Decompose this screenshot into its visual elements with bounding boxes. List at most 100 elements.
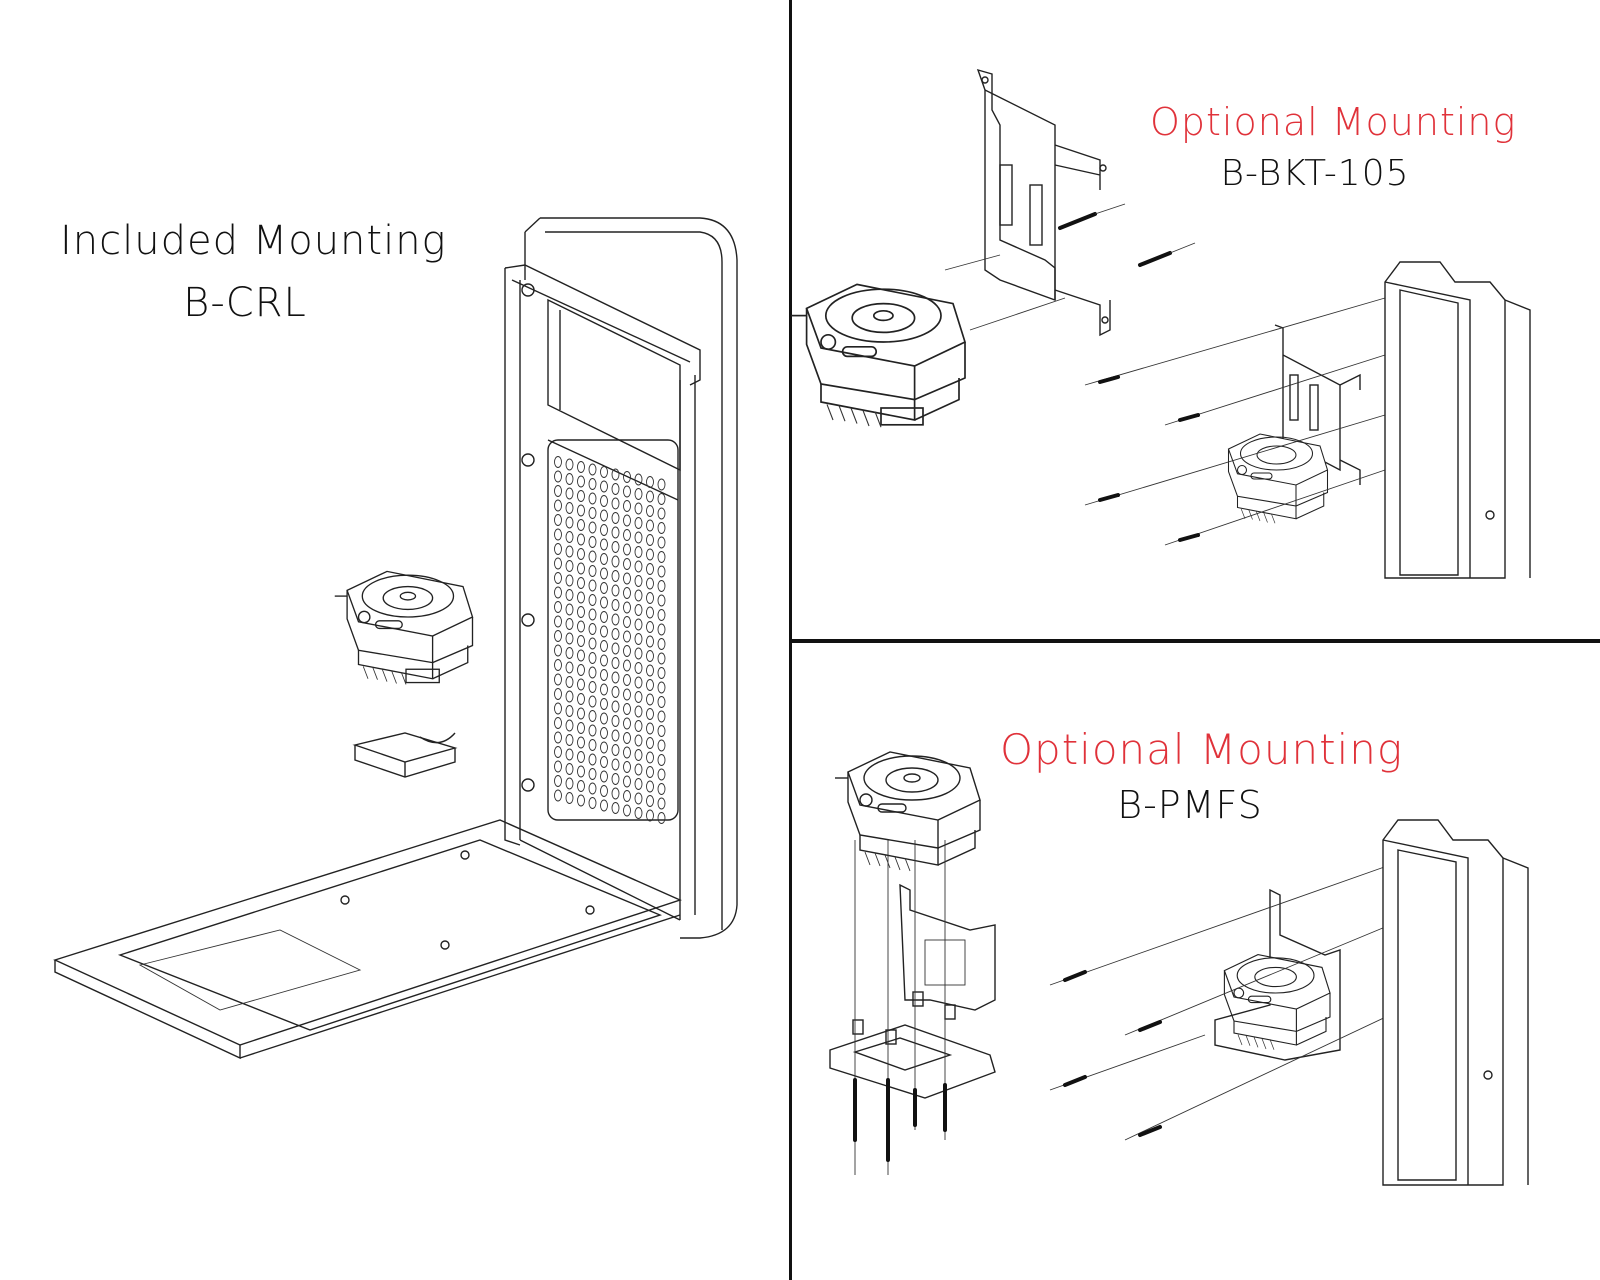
mesh-hole xyxy=(577,765,585,778)
mesh-hole xyxy=(577,693,585,705)
mesh-hole xyxy=(646,737,654,749)
mesh-hole xyxy=(611,758,620,771)
mesh-hole xyxy=(600,524,608,536)
mesh-hole xyxy=(623,775,631,788)
mesh-hole xyxy=(565,777,574,790)
mesh-hole xyxy=(623,529,631,541)
mesh-hole xyxy=(646,722,654,735)
mesh-hole xyxy=(600,654,608,667)
mesh-hole xyxy=(657,667,666,679)
mesh-hole xyxy=(623,674,631,686)
mesh-hole xyxy=(588,768,597,780)
mesh-hole xyxy=(565,661,574,674)
radiator-illustration xyxy=(1384,261,1531,579)
optional-mounting-title: Optional Mounting xyxy=(1150,100,1517,144)
mesh-hole xyxy=(657,623,666,636)
mesh-hole xyxy=(600,466,608,478)
mesh-hole xyxy=(565,690,574,703)
optional-mounting-code: B-BKT-105 xyxy=(1220,153,1410,194)
mesh-hole xyxy=(588,637,597,650)
mesh-hole xyxy=(577,707,585,720)
mesh-hole xyxy=(623,703,631,715)
mesh-hole xyxy=(623,587,631,599)
mesh-hole xyxy=(554,499,562,512)
mesh-hole xyxy=(554,644,562,657)
mesh-hole xyxy=(657,725,666,737)
mesh-hole xyxy=(646,476,654,488)
mesh-hole xyxy=(634,473,643,486)
mesh-hole xyxy=(577,635,585,647)
mesh-hole xyxy=(554,630,562,642)
mesh-hole xyxy=(634,502,643,515)
mesh-hole xyxy=(623,790,631,802)
mesh-hole xyxy=(623,630,631,643)
mesh-hole xyxy=(577,490,585,502)
mesh-hole xyxy=(554,586,562,599)
mesh-hole xyxy=(554,702,562,715)
mesh-hole xyxy=(634,807,643,819)
mesh-hole xyxy=(623,804,631,817)
mesh-hole xyxy=(565,632,574,645)
mesh-hole xyxy=(646,708,654,720)
mesh-hole xyxy=(565,647,574,659)
mesh-hole xyxy=(634,633,643,645)
mesh-hole xyxy=(623,485,631,498)
mesh-hole xyxy=(657,551,666,563)
mesh-hole xyxy=(646,664,654,677)
mesh-hole xyxy=(577,475,585,488)
mesh-hole xyxy=(554,543,562,555)
mesh-hole xyxy=(634,531,643,544)
mesh-hole xyxy=(554,659,562,671)
mesh-hole xyxy=(565,516,574,529)
mesh-hole xyxy=(611,483,620,495)
mesh-hole xyxy=(600,799,608,812)
mesh-hole xyxy=(600,625,608,638)
mesh-hole xyxy=(577,751,585,763)
mesh-hole xyxy=(646,693,654,706)
mesh-hole xyxy=(611,555,620,568)
mesh-hole xyxy=(657,681,666,694)
mesh-hole xyxy=(577,461,585,473)
mesh-hole xyxy=(577,548,585,560)
mesh-hole xyxy=(634,546,643,558)
mesh-hole xyxy=(554,601,562,613)
mesh-hole xyxy=(623,616,631,628)
mesh-hole xyxy=(577,780,585,792)
mesh-hole xyxy=(646,592,654,604)
mesh-hole xyxy=(577,577,585,589)
mesh-hole xyxy=(623,688,631,701)
mesh-hole xyxy=(611,570,620,582)
mesh-hole xyxy=(554,731,562,744)
mesh-hole xyxy=(623,659,631,672)
mesh-hole xyxy=(554,717,562,729)
included-mounting-code: B-CRL xyxy=(183,280,307,326)
mesh-hole xyxy=(588,753,597,766)
mesh-hole xyxy=(646,809,654,822)
mesh-hole xyxy=(577,562,585,575)
mesh-hole xyxy=(577,519,585,531)
mesh-hole xyxy=(623,500,631,512)
mesh-hole xyxy=(588,666,597,679)
mesh-hole xyxy=(657,754,666,766)
mesh-hole xyxy=(611,613,620,626)
mesh-hole xyxy=(611,599,620,611)
mesh-hole xyxy=(646,780,654,793)
mesh-hole xyxy=(588,550,597,563)
mesh-hole xyxy=(577,620,585,633)
mesh-hole xyxy=(623,558,631,570)
mesh-hole xyxy=(611,729,620,742)
mesh-hole xyxy=(657,812,666,824)
mesh-hole xyxy=(646,766,654,778)
mesh-hole xyxy=(577,736,585,749)
mesh-hole xyxy=(611,468,620,481)
mesh-hole xyxy=(588,565,597,577)
mesh-hole xyxy=(577,606,585,618)
pump-unit-illustration xyxy=(1227,433,1329,524)
mesh-hole xyxy=(657,536,666,549)
mesh-hole xyxy=(588,594,597,606)
mesh-hole xyxy=(657,783,666,795)
mesh-hole xyxy=(588,492,597,505)
mesh-hole xyxy=(634,720,643,732)
mesh-hole xyxy=(565,676,574,688)
mesh-hole xyxy=(588,782,597,795)
